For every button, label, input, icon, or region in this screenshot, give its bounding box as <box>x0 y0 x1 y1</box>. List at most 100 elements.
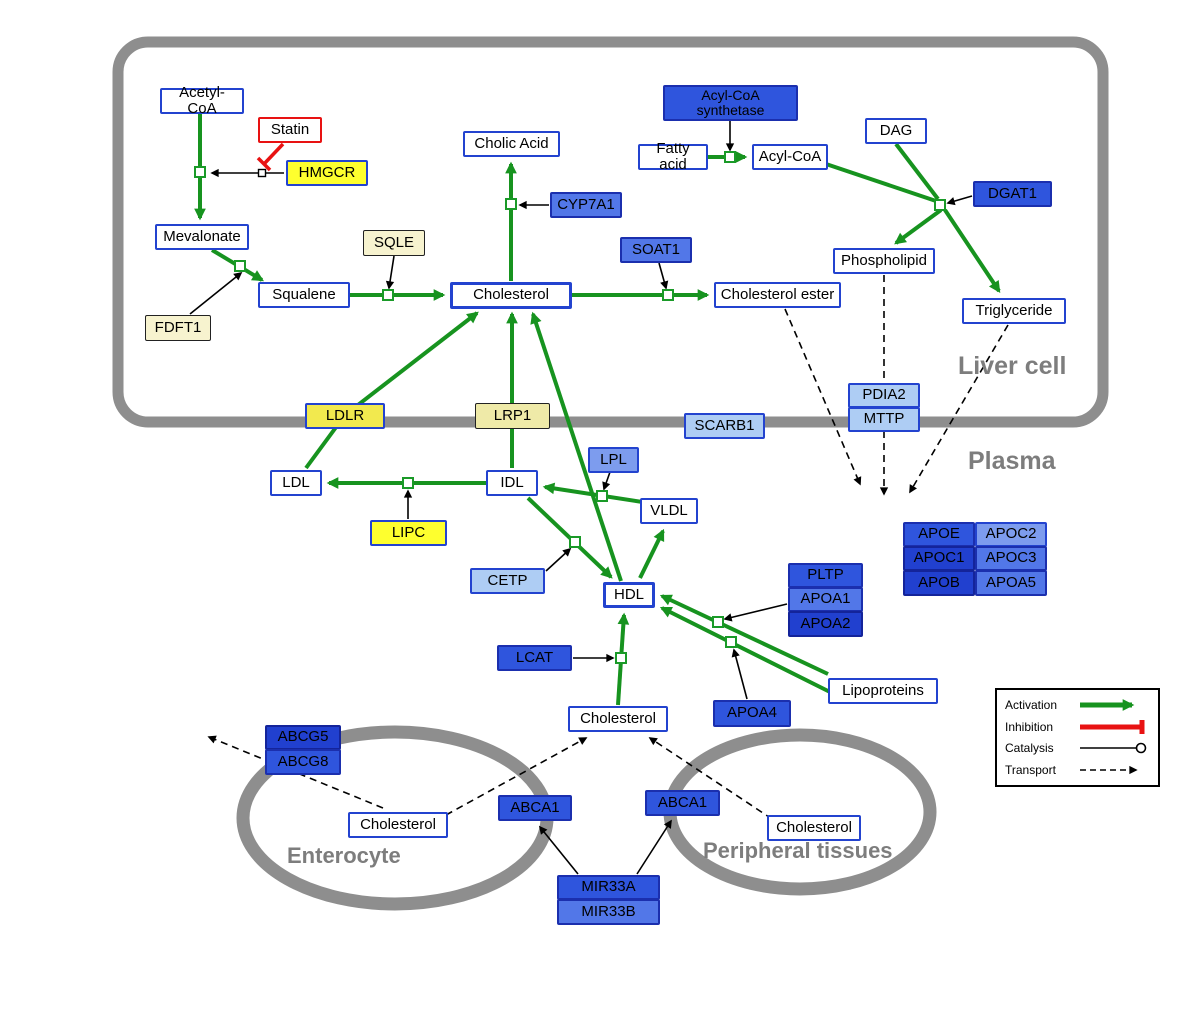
node-lpl[interactable]: LPL <box>588 447 639 473</box>
liver-cell-membrane <box>112 36 1109 428</box>
activation-arrow-icon <box>1080 699 1135 711</box>
cat-apoa1 <box>723 603 788 622</box>
node-mttp[interactable]: MTTP <box>848 407 920 432</box>
node-apoc1[interactable]: APOC1 <box>903 546 975 571</box>
node-apoc3[interactable]: APOC3 <box>975 546 1047 571</box>
node-soat1[interactable]: SOAT1 <box>620 237 692 263</box>
edge-hdl-cholesterol <box>530 311 623 582</box>
node-dgat1[interactable]: DGAT1 <box>973 181 1052 207</box>
cat-sqle <box>385 255 395 290</box>
node-apoa4[interactable]: APOA4 <box>713 700 791 727</box>
edge-dgat1hub-phospholipid <box>894 208 943 245</box>
transport-cholesterol-ester-to-plasma <box>784 308 862 486</box>
node-dag[interactable]: DAG <box>865 118 927 144</box>
node-squalene[interactable]: Squalene <box>258 282 350 308</box>
transport-enterocyte-cholesterol-abca1 <box>445 737 588 816</box>
legend: Activation Inhibition Catalysis Transpor… <box>995 688 1160 787</box>
cat-fdft1 <box>189 271 243 315</box>
edge-lipoproteins-hdl-2 <box>659 606 831 694</box>
node-lrp1[interactable]: LRP1 <box>475 403 550 429</box>
node-pdia2[interactable]: PDIA2 <box>848 383 920 408</box>
node-idl[interactable]: IDL <box>486 470 538 496</box>
node-lcat[interactable]: LCAT <box>497 645 572 671</box>
node-cholesterol-plasma[interactable]: Cholesterol <box>568 706 668 732</box>
cat-dgat1 <box>946 195 973 206</box>
transport-triglyceride-to-plasma <box>909 324 1009 494</box>
inhibition-edge-statin <box>256 142 285 172</box>
node-apoe[interactable]: APOE <box>903 522 975 547</box>
cat-cetp <box>545 547 572 572</box>
edge-acylcoa-dgat1hub <box>825 162 937 203</box>
node-apoa2[interactable]: APOA2 <box>788 611 863 637</box>
node-acetyl-coa[interactable]: Acetyl-CoA <box>160 84 244 117</box>
legend-catalysis-label: Catalysis <box>1005 741 1054 756</box>
plasma-label: Plasma <box>968 447 1056 475</box>
node-ldlr[interactable]: LDLR <box>305 403 385 429</box>
node-mevalonate[interactable]: Mevalonate <box>155 224 249 250</box>
node-scarb1[interactable]: SCARB1 <box>684 413 765 439</box>
inhibition-tbar-icon <box>1080 719 1145 734</box>
enterocyte-label: Enterocyte <box>287 843 401 868</box>
node-pltp[interactable]: PLTP <box>788 563 863 588</box>
node-acyl-coa[interactable]: Acyl-CoA <box>752 144 828 170</box>
cat-apoa4 <box>731 648 748 700</box>
activation-edges <box>194 113 1001 706</box>
transport-enterocyte-cholesterol-abcg <box>207 735 384 809</box>
transport-dashed-arrow-icon <box>1080 765 1138 775</box>
reaction-nodes <box>194 151 946 664</box>
edge-ldl-ldlr-cholesterol <box>304 311 479 470</box>
node-lipc[interactable]: LIPC <box>370 520 447 546</box>
cat-mir33-abca1-left <box>538 825 579 875</box>
node-abca1-peripheral[interactable]: ABCA1 <box>645 790 720 816</box>
transport-edges <box>207 275 1009 820</box>
node-sqle[interactable]: SQLE <box>363 230 425 256</box>
node-fdft1[interactable]: FDFT1 <box>145 315 211 341</box>
node-phospholipid[interactable]: Phospholipid <box>833 248 935 274</box>
node-cholesterol-ester[interactable]: Cholesterol ester <box>714 282 841 308</box>
node-vldl[interactable]: VLDL <box>640 498 698 524</box>
node-abcg8[interactable]: ABCG8 <box>265 749 341 775</box>
legend-transport-label: Transport <box>1005 762 1056 777</box>
cat-lpl <box>602 471 611 491</box>
node-triglyceride[interactable]: Triglyceride <box>962 298 1066 324</box>
node-ldl[interactable]: LDL <box>270 470 322 496</box>
node-cyp7a1[interactable]: CYP7A1 <box>550 192 622 218</box>
node-mir33a[interactable]: MIR33A <box>557 875 660 900</box>
edge-dgat1hub-triglyceride <box>943 208 1001 293</box>
node-apoc2[interactable]: APOC2 <box>975 522 1047 547</box>
node-cholesterol-enterocyte[interactable]: Cholesterol <box>348 812 448 838</box>
node-cholesterol-liver[interactable]: Cholesterol <box>450 282 572 309</box>
legend-inhibition-row: Inhibition <box>1005 717 1150 737</box>
catalysis-circle-icon <box>1080 743 1147 754</box>
legend-activation-label: Activation <box>1005 698 1058 712</box>
node-cholesterol-peripheral[interactable]: Cholesterol <box>767 815 861 841</box>
node-mir33b[interactable]: MIR33B <box>557 899 660 925</box>
node-cholic-acid[interactable]: Cholic Acid <box>463 131 560 157</box>
cat-mir33-abca1-right <box>636 819 672 875</box>
legend-inhibition-label: Inhibition <box>1005 719 1054 734</box>
node-abca1-enterocyte[interactable]: ABCA1 <box>498 795 572 821</box>
node-cetp[interactable]: CETP <box>470 568 545 594</box>
edge-lipoproteins-hdl-1 <box>659 594 829 676</box>
transport-peripheral-cholesterol-abca1 <box>648 737 773 820</box>
legend-transport-row: Transport <box>1005 760 1150 780</box>
node-abcg5[interactable]: ABCG5 <box>265 725 341 750</box>
liver-cell-label: Liver cell <box>958 352 1067 380</box>
node-apoa5[interactable]: APOA5 <box>975 570 1047 596</box>
node-statin[interactable]: Statin <box>258 117 322 143</box>
node-apoa1[interactable]: APOA1 <box>788 587 863 612</box>
legend-catalysis-row: Catalysis <box>1005 738 1150 758</box>
node-fatty-acid[interactable]: Fatty acid <box>638 140 708 173</box>
node-lipoproteins[interactable]: Lipoproteins <box>828 678 938 704</box>
node-hdl[interactable]: HDL <box>603 582 655 608</box>
node-acyl-coa-synthetase[interactable]: Acyl-CoA synthetase <box>663 85 798 121</box>
edge-dag-dgat1hub <box>894 142 940 201</box>
legend-activation-row: Activation <box>1005 695 1150 715</box>
catalysis-edges <box>189 120 973 875</box>
node-hmgcr[interactable]: HMGCR <box>286 160 368 186</box>
edge-hdl-vldl <box>638 528 665 579</box>
node-apob[interactable]: APOB <box>903 570 975 596</box>
cat-soat1 <box>658 262 669 290</box>
